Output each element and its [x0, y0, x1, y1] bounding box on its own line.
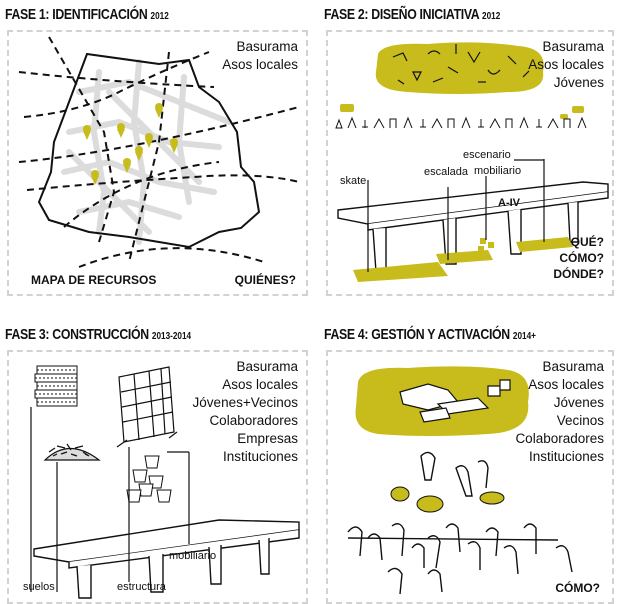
activation-drawing: [347, 366, 573, 595]
phase-2-actors: Basurama Asos locales Jóvenes: [528, 38, 604, 92]
map-pin-icon: [117, 123, 125, 138]
district-outline: [37, 52, 261, 249]
leader-lines: [30, 407, 190, 592]
phase-1-title: FASE 1: IDENTIFICACIÓN 2012: [5, 6, 169, 23]
phase-4-frame: Basurama Asos locales Jóvenes Vecinos Co…: [326, 350, 614, 604]
pallet-stack: [34, 365, 78, 407]
actor-label: Instituciones: [528, 449, 604, 464]
phase-1-actors: Basurama Asos locales: [222, 38, 298, 74]
phase-1-year: 2012: [150, 11, 169, 22]
map-pin-icon: [145, 133, 153, 148]
phase-1-panel: FASE 1: IDENTIFICACIÓN 2012: [5, 6, 310, 296]
map-caption: MAPA DE RECURSOS: [31, 273, 157, 287]
construction-drawing: [30, 365, 300, 599]
speech-bubbles: [390, 486, 505, 513]
phase-3-title: FASE 3: CONSTRUCCIÓN 2013-2014: [5, 326, 192, 343]
actor-label: Asos locales: [528, 57, 604, 72]
phase-3-frame: Basurama Asos locales Jóvenes+Vecinos Co…: [7, 350, 308, 604]
actor-label: Colaboradores: [515, 431, 604, 446]
actor-label: Colaboradores: [209, 413, 298, 428]
phase-2-frame: Basurama Asos locales Jóvenes skate esca…: [326, 30, 614, 296]
map-pin-icon: [170, 138, 178, 153]
label-escalada: escalada: [424, 166, 469, 178]
actor-label: Asos locales: [222, 377, 298, 392]
youth-crowd: [335, 116, 587, 129]
activity-zones: [353, 237, 573, 282]
ideas-cloud: [375, 42, 544, 94]
scrap-pile: [43, 443, 101, 461]
actor-label: Jóvenes: [553, 75, 604, 90]
phase-4-actors: Basurama Asos locales Jóvenes Vecinos Co…: [515, 358, 604, 466]
phase-3-panel: FASE 3: CONSTRUCCIÓN 2013-2014: [5, 326, 310, 604]
question-quienes: QUIÉNES?: [234, 273, 296, 287]
flyover-bridge: [337, 181, 609, 273]
actor-label: Asos locales: [222, 57, 298, 72]
actor-label: Basurama: [542, 359, 604, 374]
street-grid: [61, 59, 232, 245]
label-suelos: suelos: [23, 581, 55, 593]
flyover-bridge: [33, 519, 300, 599]
phase-4-panel: FASE 4: GESTIÓN Y ACTIVACIÓN 2014+: [324, 326, 614, 604]
activation-cloud: [355, 366, 529, 436]
map-pin-icon: [123, 158, 131, 173]
actor-label: Empresas: [237, 431, 298, 446]
map-pin-icon: [135, 146, 143, 161]
actor-label: Vecinos: [556, 413, 604, 428]
actor-label: Instituciones: [222, 449, 298, 464]
question-como: CÓMO?: [559, 251, 604, 265]
label-estructura: estructura: [117, 581, 166, 593]
community-figures: [347, 451, 573, 595]
label-skate: skate: [340, 175, 367, 187]
questions-que-como-donde: QUÉ? CÓMO? DÓNDE?: [553, 234, 604, 282]
question-como: CÓMO?: [555, 581, 600, 595]
question-donde: DÓNDE?: [553, 267, 604, 281]
map-pin-icon: [91, 170, 99, 185]
label-mobiliario: mobiliario: [474, 165, 522, 177]
resource-pins: [83, 103, 178, 185]
road-label: A-IV: [498, 197, 520, 209]
dashed-axes: [18, 36, 300, 268]
phase-1-frame: Basurama Asos locales MAPA DE RECURSOS Q…: [7, 30, 308, 296]
actor-label: Basurama: [542, 39, 604, 54]
actor-label: Basurama: [236, 39, 298, 54]
actor-label: Jóvenes: [553, 395, 604, 410]
map-pin-icon: [83, 125, 91, 140]
label-mobiliario: mobiliario: [169, 550, 217, 562]
question-que: QUÉ?: [570, 235, 604, 249]
actor-label: Jóvenes+Vecinos: [192, 395, 298, 410]
resource-map: [18, 36, 300, 268]
phase-2-title: FASE 2: DISEÑO INICIATIVA 2012: [324, 6, 501, 23]
bucket-seats: [126, 455, 172, 503]
phase-2-panel: FASE 2: DISEÑO INICIATIVA 2012: [324, 6, 614, 296]
label-escenario: escenario: [463, 149, 511, 161]
map-pin-icon: [155, 103, 163, 118]
shelf-structure: [116, 366, 178, 448]
phase-2-year: 2012: [482, 11, 501, 22]
phase-3-year: 2013-2014: [151, 331, 192, 342]
leader-lines: [367, 159, 545, 272]
actor-label: Basurama: [236, 359, 298, 374]
phase-4-title: FASE 4: GESTIÓN Y ACTIVACIÓN 2014+: [324, 326, 536, 343]
phase-4-year: 2014+: [512, 331, 536, 342]
speech-bubbles: [340, 104, 584, 119]
initiative-design-drawing: [335, 42, 609, 282]
actor-label: Asos locales: [528, 377, 604, 392]
phase-3-actors: Basurama Asos locales Jóvenes+Vecinos Co…: [193, 358, 298, 466]
